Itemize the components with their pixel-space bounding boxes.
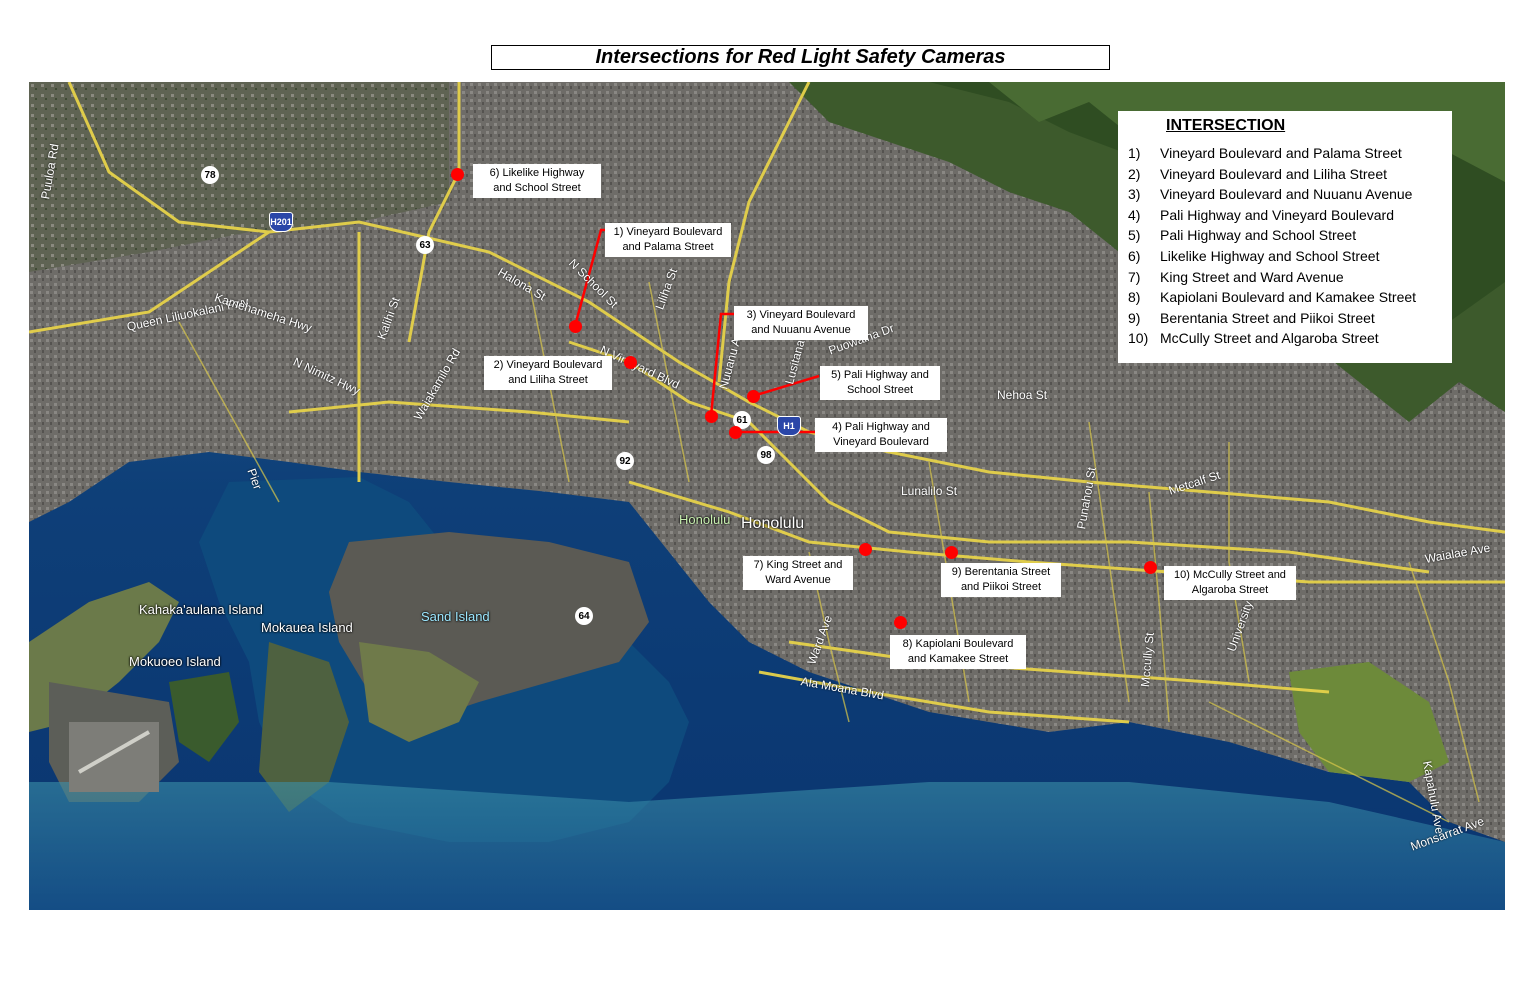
legend-item-8: 8)Kapiolani Boulevard and Kamakee Street bbox=[1128, 289, 1417, 306]
legend-item-3: 3)Vineyard Boulevard and Nuuanu Avenue bbox=[1128, 186, 1413, 203]
callout-6-line1: 6) Likelike Highway bbox=[489, 167, 585, 179]
legend-item-7: 7)King Street and Ward Avenue bbox=[1128, 268, 1344, 285]
callout-1-line1: 1) Vineyard Boulevard bbox=[613, 226, 723, 238]
camera-marker-8[interactable] bbox=[894, 616, 907, 629]
callout-3-line2: and Nuuanu Avenue bbox=[751, 324, 851, 336]
legend-item-5: 5)Pali Highway and School Street bbox=[1128, 227, 1357, 244]
callout-5: 5) Pali Highway and School Street bbox=[820, 366, 940, 400]
callout-5-line2: School Street bbox=[846, 384, 914, 396]
place-sand-island: Sand Island bbox=[421, 609, 490, 624]
place-kahakaaulana-island: Kahaka'aulana Island bbox=[139, 602, 263, 617]
callout-9-line2: and Piikoi Street bbox=[960, 581, 1042, 593]
callout-7-line1: 7) King Street and bbox=[753, 559, 843, 571]
camera-marker-10[interactable] bbox=[1144, 561, 1157, 574]
route-98-shield: 98 bbox=[757, 446, 775, 464]
callout-10-line1: 10) McCully Street and bbox=[1174, 569, 1286, 581]
callout-9: 9) Berentania Street and Piikoi Street bbox=[941, 563, 1061, 597]
camera-marker-4[interactable] bbox=[729, 426, 742, 439]
legend-title: INTERSECTION bbox=[1166, 117, 1286, 134]
callout-2-line1: 2) Vineyard Boulevard bbox=[493, 359, 603, 371]
callout-6: 6) Likelike Highway and School Street bbox=[473, 164, 601, 198]
callout-1: 1) Vineyard Boulevard and Palama Street bbox=[605, 223, 731, 257]
callout-2-line2: and Liliha Street bbox=[508, 374, 588, 386]
camera-marker-2[interactable] bbox=[624, 356, 637, 369]
route-78-shield: 78 bbox=[201, 166, 219, 184]
place-mokuoeo-island: Mokuoeo Island bbox=[129, 654, 221, 669]
route-92-shield: 92 bbox=[616, 452, 634, 470]
legend-item-9: 9)Berentania Street and Piikoi Street bbox=[1128, 309, 1375, 326]
callout-10-line2: Algaroba Street bbox=[1191, 584, 1269, 596]
legend-item-10: 10)McCully Street and Algaroba Street bbox=[1128, 330, 1379, 347]
callout-7: 7) King Street and Ward Avenue bbox=[743, 556, 853, 590]
callout-3-line1: 3) Vineyard Boulevard bbox=[746, 309, 856, 321]
callout-10: 10) McCully Street and Algaroba Street bbox=[1164, 566, 1296, 600]
callout-9-line1: 9) Berentania Street bbox=[951, 566, 1051, 578]
legend-item-6: 6)Likelike Highway and School Street bbox=[1128, 247, 1380, 264]
legend-item-2: 2)Vineyard Boulevard and Liliha Street bbox=[1128, 165, 1388, 182]
legend-item-1: 1)Vineyard Boulevard and Palama Street bbox=[1128, 145, 1402, 161]
callout-4-line1: 4) Pali Highway and bbox=[832, 421, 930, 433]
callout-7-line2: Ward Avenue bbox=[765, 574, 831, 586]
route-63-shield: 63 bbox=[416, 236, 434, 254]
callout-1-line2: and Palama Street bbox=[622, 241, 714, 253]
place-mokauea-island: Mokauea Island bbox=[261, 620, 353, 635]
callout-5-line1: 5) Pali Highway and bbox=[831, 369, 929, 381]
callout-4: 4) Pali Highway and Vineyard Boulevard bbox=[815, 418, 947, 452]
intersection-legend: INTERSECTION 1)Vineyard Boulevard and Pa… bbox=[1118, 111, 1452, 363]
camera-marker-1[interactable] bbox=[569, 320, 582, 333]
callout-8: 8) Kapiolani Boulevard and Kamakee Stree… bbox=[890, 635, 1026, 669]
place-honolulu-poi: Honolulu bbox=[679, 512, 731, 527]
camera-marker-6[interactable] bbox=[451, 168, 464, 181]
legend-item-4: 4)Pali Highway and Vineyard Boulevard bbox=[1128, 206, 1394, 223]
interstate-h1-shield: H1 bbox=[777, 416, 801, 436]
interstate-h201-shield: H201 bbox=[269, 212, 293, 232]
map-title: Intersections for Red Light Safety Camer… bbox=[491, 45, 1110, 70]
callout-8-line1: 8) Kapiolani Boulevard bbox=[902, 638, 1014, 650]
camera-marker-7[interactable] bbox=[859, 543, 872, 556]
route-61-shield: 61 bbox=[733, 411, 751, 429]
callout-3: 3) Vineyard Boulevard and Nuuanu Avenue bbox=[734, 306, 868, 340]
street-nehoa: Nehoa St bbox=[997, 388, 1048, 402]
callout-8-line2: and Kamakee Street bbox=[907, 653, 1009, 665]
callout-4-line2: Vineyard Boulevard bbox=[833, 436, 929, 448]
place-honolulu: Honolulu bbox=[741, 515, 805, 532]
camera-marker-9[interactable] bbox=[945, 546, 958, 559]
callout-6-line2: and School Street bbox=[493, 182, 581, 194]
camera-marker-5[interactable] bbox=[747, 390, 760, 403]
street-lunalilo: Lunalilo St bbox=[901, 484, 958, 498]
callout-2: 2) Vineyard Boulevard and Liliha Street bbox=[484, 356, 612, 390]
route-64-shield: 64 bbox=[575, 607, 593, 625]
camera-marker-3[interactable] bbox=[705, 410, 718, 423]
